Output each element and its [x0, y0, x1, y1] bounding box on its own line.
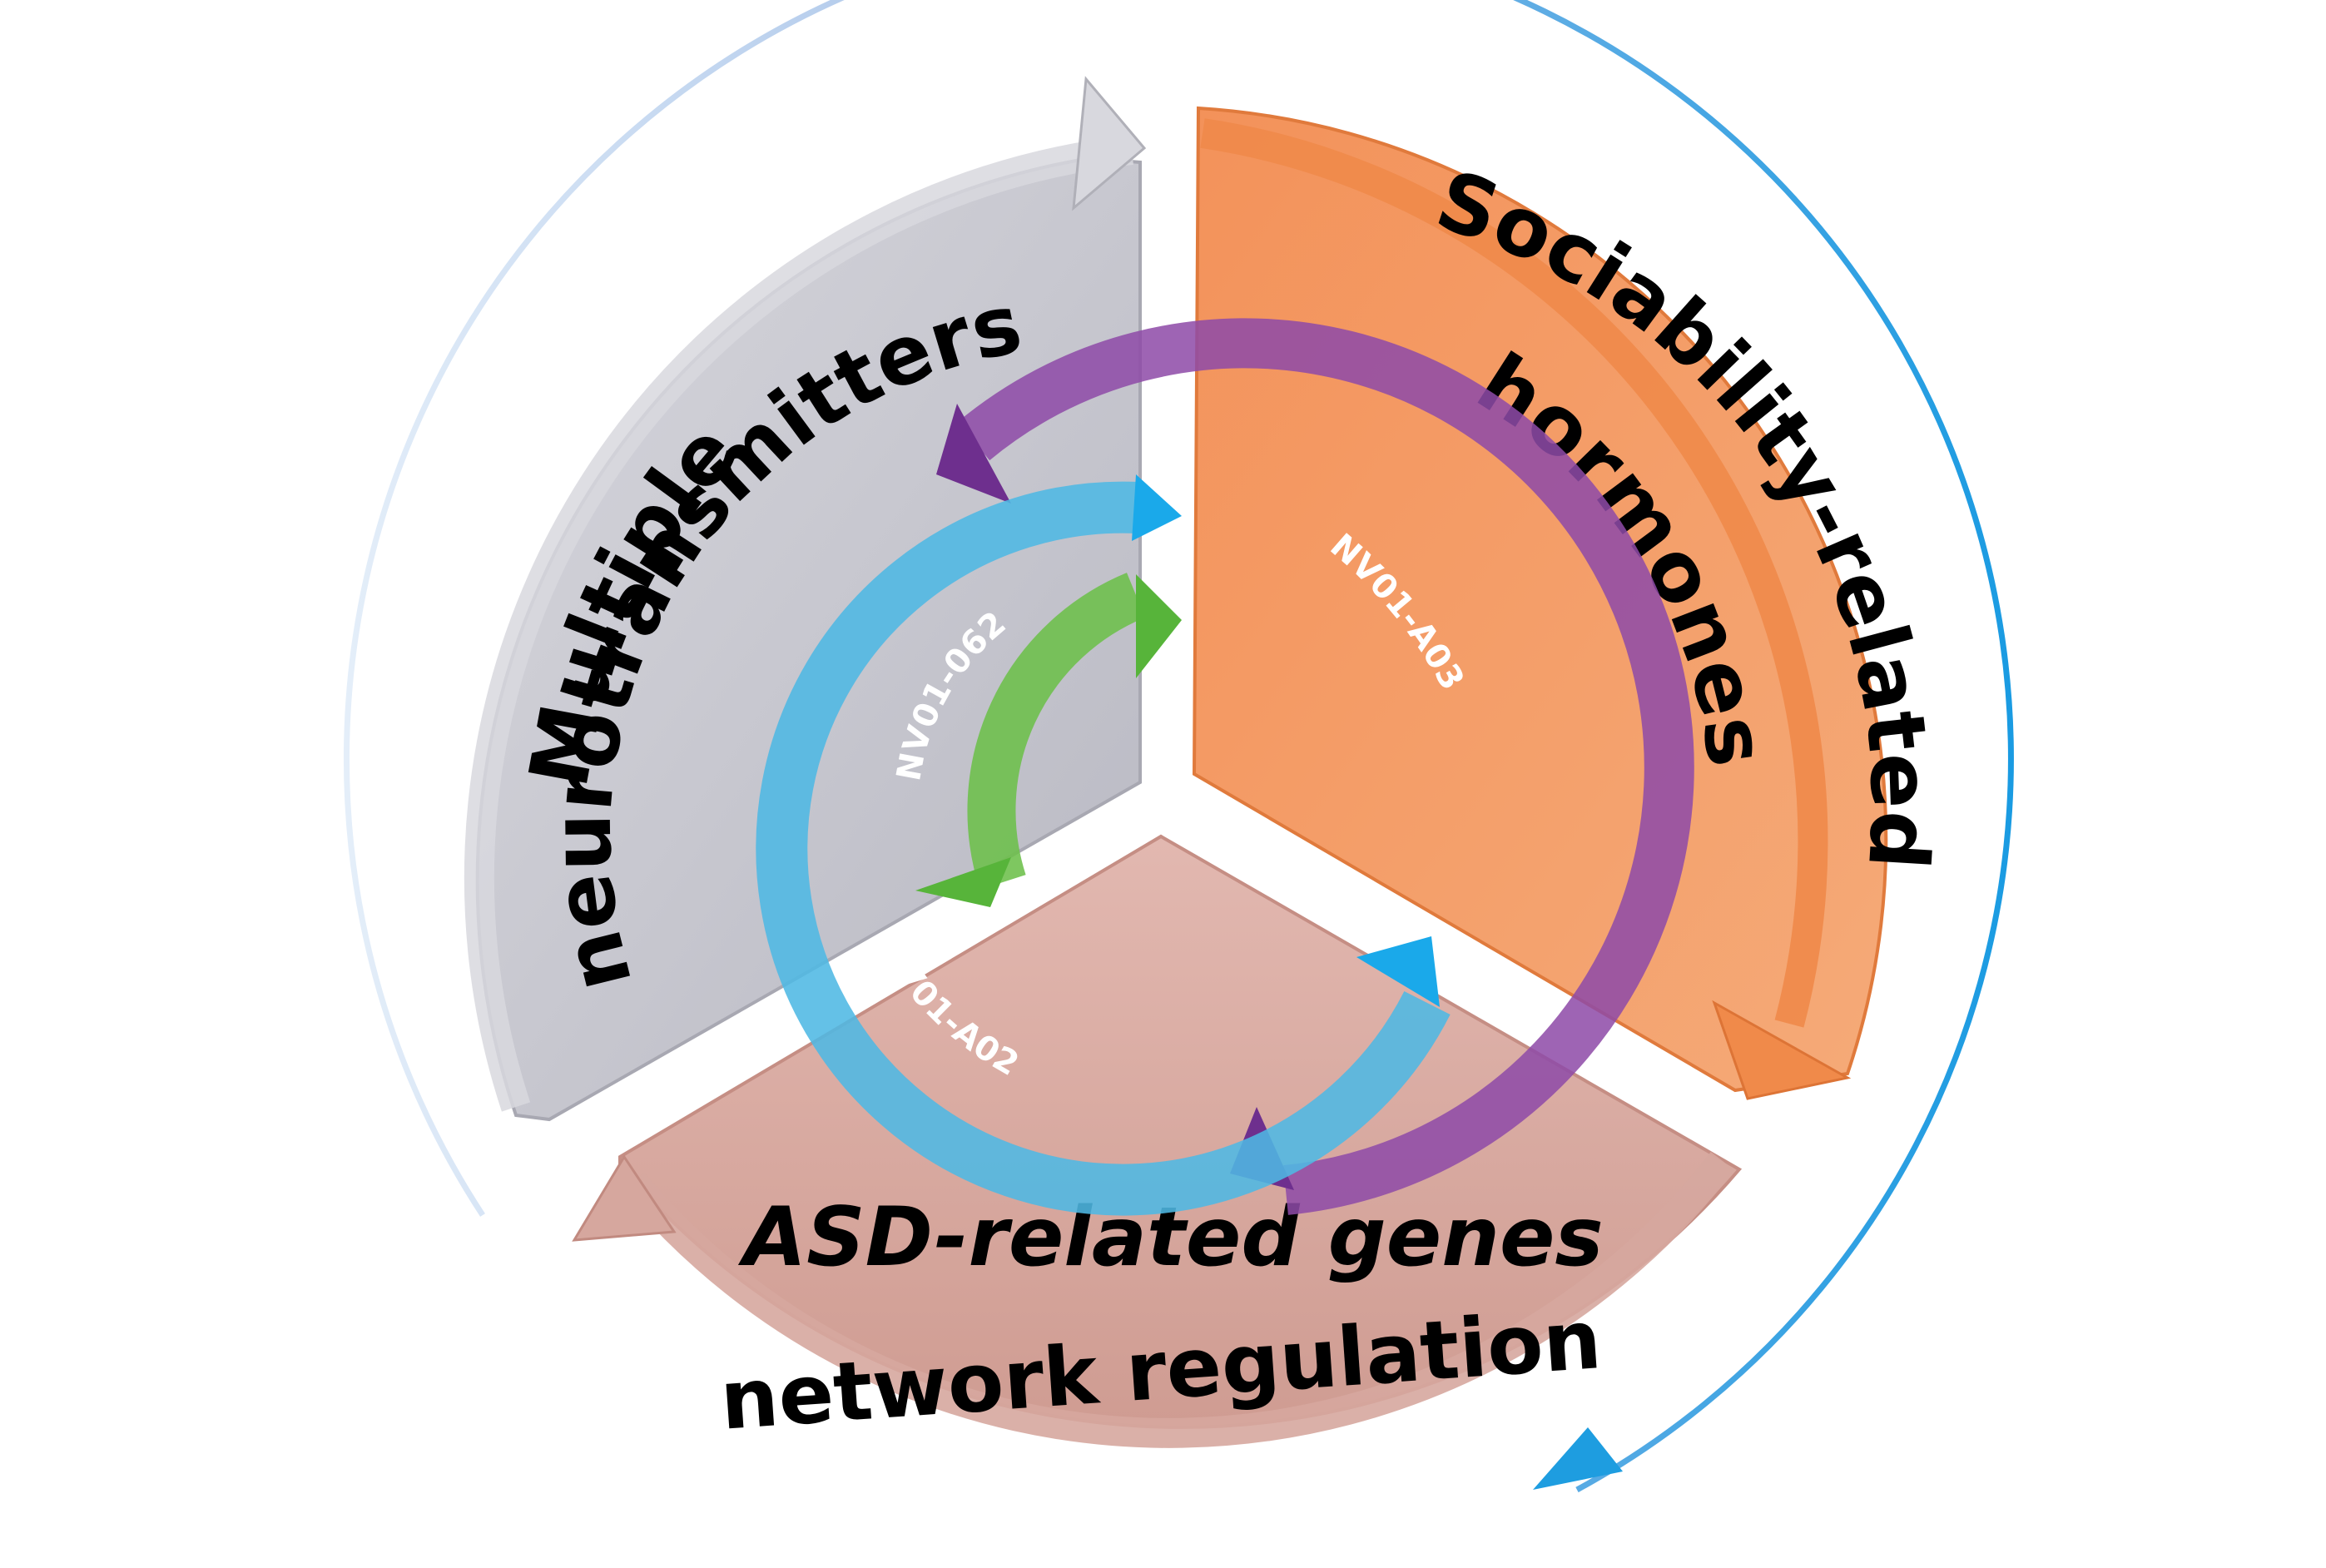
ring-middle-arrowhead-top: [1132, 474, 1182, 541]
ring-outer-arrowhead-top: [936, 404, 1011, 504]
segment-genes: ASD-related genes network regulation: [572, 834, 1743, 1449]
segment-hormones-arrowhead: [1712, 1000, 1852, 1100]
outer-cycle-arc: [343, 0, 2014, 1493]
outer-cycle-arrowhead: [1533, 1427, 1623, 1490]
ring-inner-arrowhead-top: [1136, 574, 1182, 678]
ring-middle-arrowhead-bottom: [1356, 936, 1440, 1007]
segment-neurotransmitters-arrowhead: [1072, 76, 1147, 211]
segment-genes-arrowhead: [572, 1154, 677, 1242]
ring-inner-arrowhead-bottom: [915, 857, 1011, 907]
